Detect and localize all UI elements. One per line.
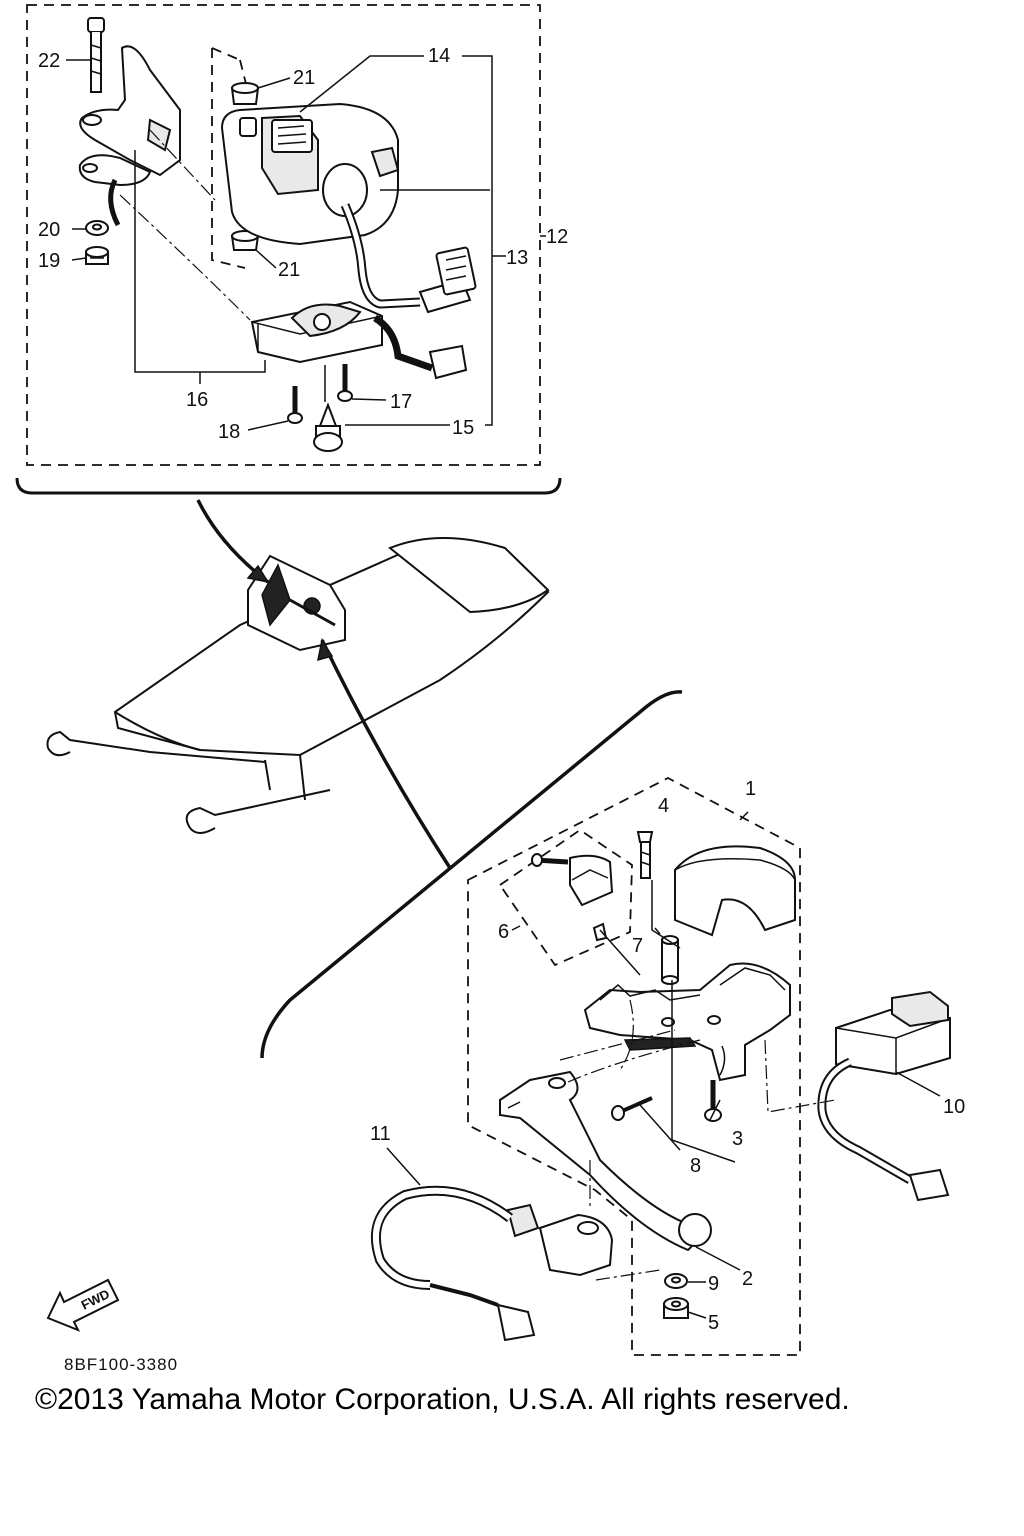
callout-12: 12 (546, 226, 568, 248)
callout-2: 2 (742, 1268, 753, 1290)
washer-20 (85, 220, 109, 236)
callout-21b: 21 (278, 259, 300, 281)
callout-9: 9 (708, 1273, 719, 1295)
copyright-notice: ©2013 Yamaha Motor Corporation, U.S.A. A… (35, 1383, 850, 1416)
switch-10 (817, 990, 951, 1202)
bolt-22 (87, 17, 105, 93)
callout-21a: 21 (293, 67, 315, 89)
fwd-arrow-icon: FWD (46, 1278, 120, 1332)
brake-lever-2 (499, 1070, 712, 1252)
screw-15 (313, 402, 343, 452)
diagram-code: 8BF100-3380 (64, 1355, 178, 1374)
callout-5: 5 (708, 1312, 719, 1334)
screw-3 (704, 1080, 722, 1122)
callout-16: 16 (186, 389, 208, 411)
grommet-21-top (230, 82, 260, 105)
lever-assembly-box (467, 776, 801, 1356)
callout-13: 13 (506, 247, 528, 269)
callout-6: 6 (498, 921, 509, 943)
callout-11: 11 (370, 1123, 391, 1145)
nut-19 (85, 246, 109, 265)
pin-7 (661, 935, 679, 985)
screw-17 (337, 364, 353, 402)
callout-14: 14 (428, 45, 450, 67)
nut-5 (663, 1297, 689, 1319)
bolt-4 (636, 831, 654, 879)
switch-housing-14 (220, 102, 477, 314)
lever-leaders (386, 811, 941, 1319)
callout-22: 22 (38, 50, 60, 72)
callout-15: 15 (452, 417, 474, 439)
lever-bracket (583, 962, 791, 1082)
callout-8: 8 (690, 1155, 701, 1177)
callout-7: 7 (632, 935, 643, 957)
housing-bottom-16 (250, 300, 468, 380)
brake-switch-11 (370, 1185, 614, 1342)
lever-cover (674, 845, 796, 937)
inset-box (15, 4, 562, 495)
callout-10: 10 (943, 1096, 965, 1118)
screw-18 (287, 386, 303, 424)
callout-4: 4 (658, 795, 669, 817)
callout-17: 17 (390, 391, 412, 413)
inset-leaders (66, 55, 500, 431)
switch-6 (531, 853, 614, 942)
bracket (78, 45, 181, 227)
screw-8 (611, 1096, 653, 1121)
washer-9 (664, 1273, 688, 1289)
callout-20: 20 (38, 219, 60, 241)
callout-1: 1 (745, 778, 756, 800)
snowmobile-sketch (46, 499, 550, 869)
callout-19: 19 (38, 250, 60, 272)
callout-18: 18 (218, 421, 240, 443)
callout-3: 3 (732, 1128, 743, 1150)
